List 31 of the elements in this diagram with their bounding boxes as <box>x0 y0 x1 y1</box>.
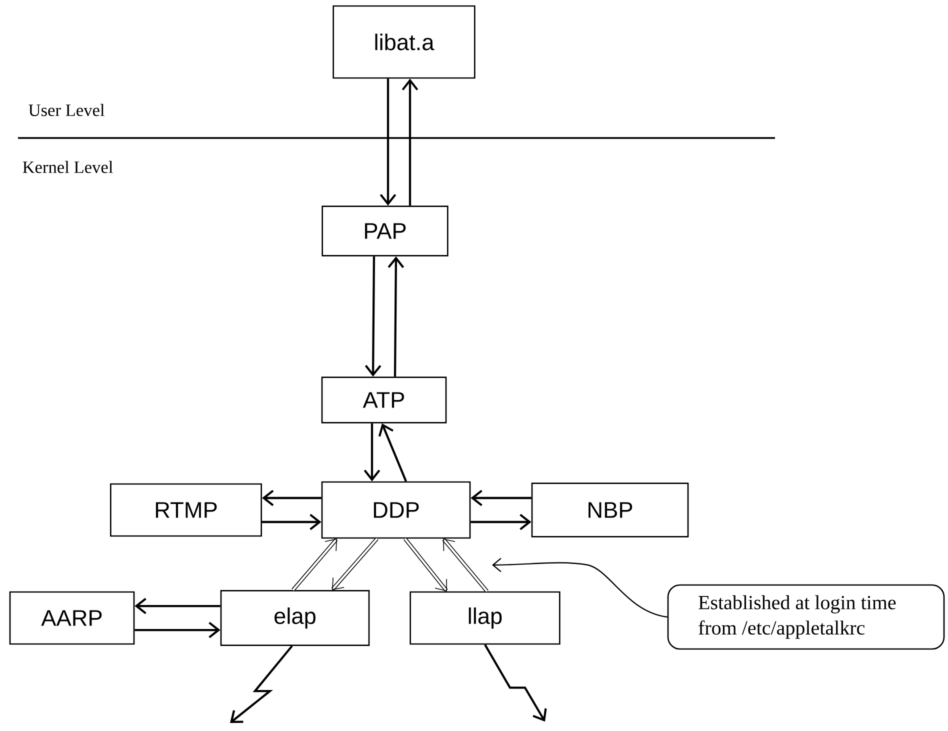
double-arrow <box>331 537 378 590</box>
arrow <box>262 514 322 530</box>
protocol-box: DDP <box>321 481 471 539</box>
protocol-box: elap <box>220 590 370 646</box>
level-label: Kernel Level <box>22 160 113 174</box>
protocol-box: ATP <box>321 376 447 424</box>
leader-line <box>492 558 668 618</box>
protocol-box: llap <box>410 591 560 645</box>
double-arrow <box>442 538 488 593</box>
protocol-box: NBP <box>531 482 689 538</box>
arrow <box>364 423 380 482</box>
double-arrow <box>292 538 338 592</box>
arrow <box>470 514 532 530</box>
arrow <box>134 598 220 614</box>
protocol-box: RTMP <box>110 483 262 537</box>
protocol-box: PAP <box>322 206 448 256</box>
arrow <box>364 256 382 377</box>
protocol-box: AARP <box>9 591 135 645</box>
lightning-arrow <box>230 645 293 723</box>
arrow <box>378 423 407 482</box>
arrow <box>262 490 322 506</box>
level-label: User Level <box>28 104 104 116</box>
double-arrow <box>404 538 448 592</box>
arrow <box>388 256 404 377</box>
arrow <box>470 490 532 506</box>
arrow <box>134 622 220 638</box>
lightning-arrow <box>484 644 547 722</box>
callout-box: Established at login time from /etc/appletalkrc <box>667 584 945 650</box>
arrow <box>402 78 418 206</box>
arrow <box>380 78 396 206</box>
protocol-box: libat.a <box>332 5 476 79</box>
